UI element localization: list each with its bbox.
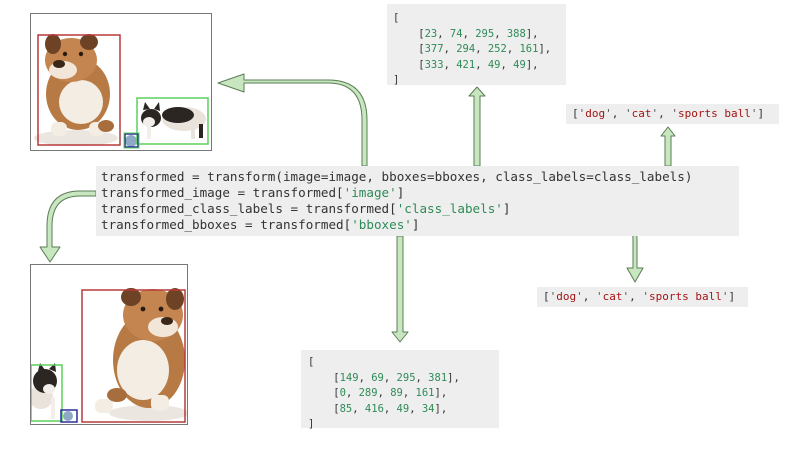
label-value: dog	[585, 107, 606, 120]
ball-bbox	[60, 409, 78, 423]
bbox-value: 377	[424, 43, 444, 55]
bbox-value: 74	[449, 27, 463, 40]
original-image	[30, 13, 212, 151]
transformed-bboxes-list: [ [149, 69, 295, 381], [0, 289, 89, 161]…	[301, 350, 499, 430]
list-close-bracket: ]	[308, 418, 315, 430]
bbox-value: 49	[396, 402, 410, 415]
code-line-bboxes: transformed_bboxes = transformed[	[101, 217, 352, 232]
code-bracket: ]	[396, 185, 405, 200]
bbox-value: 294	[456, 43, 476, 55]
list-open-bracket: [	[308, 356, 315, 368]
label-value: sports ball	[649, 290, 722, 303]
bulldog-illustration	[95, 288, 185, 413]
kitten-illustration	[141, 102, 206, 139]
bbox-value: 252	[487, 43, 507, 55]
arrow-to-transformed-bboxes	[391, 235, 409, 343]
label-value: cat	[602, 290, 623, 303]
ball-illustration	[125, 135, 137, 147]
bbox-value: 381	[428, 371, 448, 384]
bbox-value: 295	[396, 371, 416, 384]
transformed-labels-list: ['dog', 'cat', 'sports ball']	[537, 287, 748, 307]
original-bboxes-list: [ [23, 74, 295, 388], [377, 294, 252, 16…	[387, 4, 566, 86]
bbox-value: 23	[424, 27, 438, 40]
transform-code-block: transformed = transform(image=image, bbo…	[96, 166, 739, 236]
bbox-value: 49	[487, 58, 501, 71]
cat-bbox	[31, 364, 63, 422]
dog-bbox	[81, 289, 186, 423]
bbox-value: 161	[415, 387, 435, 399]
kitten-illustration	[31, 363, 57, 419]
dog-bbox	[37, 34, 121, 146]
bbox-value: 333	[424, 58, 444, 71]
arrow-to-original-image	[217, 73, 368, 167]
bbox-value: 89	[390, 387, 403, 399]
original-image-illustration	[34, 34, 209, 149]
list-close-bracket: ]	[393, 74, 400, 86]
code-line-class-labels: transformed_class_labels = transformed[	[101, 201, 397, 216]
bbox-value: 0	[339, 387, 346, 399]
bbox-value: 416	[364, 402, 384, 415]
bbox-value: 289	[358, 387, 378, 399]
bbox-value: 34	[421, 402, 435, 415]
ball-illustration	[63, 411, 73, 421]
label-value: dog	[556, 290, 577, 303]
bbox-value: 295	[475, 27, 495, 40]
bbox-value: 421	[456, 58, 476, 71]
code-line-transform-call: transformed = transform(image=image, bbo…	[101, 169, 693, 184]
label-value: sports ball	[678, 107, 751, 120]
code-bracket: ]	[502, 201, 511, 216]
list-open-bracket: [	[393, 12, 400, 24]
bbox-value: 388	[506, 27, 526, 40]
code-key-class-labels: 'class_labels'	[396, 201, 503, 216]
code-bracket: ]	[411, 217, 420, 232]
cat-bbox	[136, 97, 209, 145]
label-value: cat	[631, 107, 652, 120]
bbox-value: 149	[339, 371, 359, 384]
code-key-image: 'image'	[343, 185, 397, 200]
transformed-image-illustration	[31, 288, 187, 423]
arrow-to-original-labels	[660, 126, 676, 167]
arrow-to-transformed-image	[39, 190, 97, 263]
original-labels-list: ['dog', 'cat', 'sports ball']	[566, 104, 779, 124]
bbox-value: 49	[513, 58, 526, 71]
ball-bbox	[124, 133, 139, 148]
arrow-to-original-bboxes	[468, 86, 486, 167]
code-key-bboxes: 'bboxes'	[351, 217, 412, 232]
bbox-value: 69	[371, 371, 384, 384]
code-line-image: transformed_image = transformed[	[101, 185, 344, 200]
bulldog-illustration	[45, 34, 114, 136]
bbox-value: 161	[519, 43, 539, 55]
transformed-image	[30, 264, 188, 425]
bbox-value: 85	[339, 402, 353, 415]
